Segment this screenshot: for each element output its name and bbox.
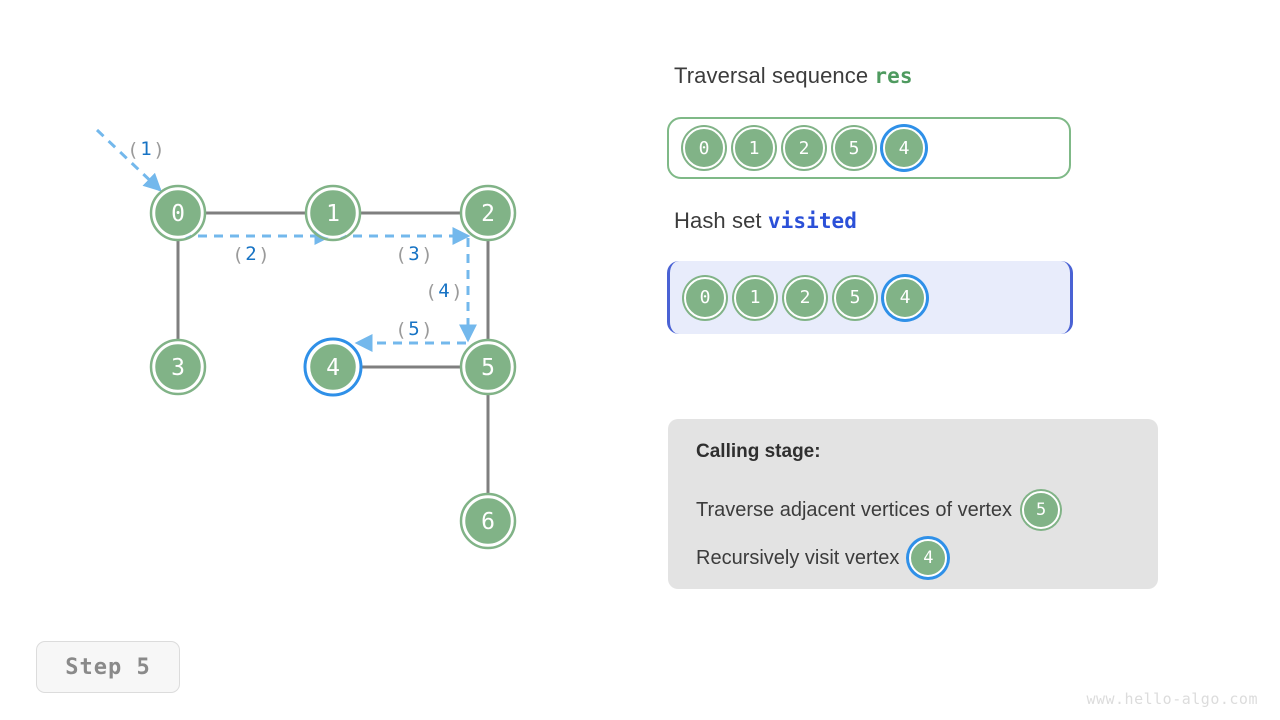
step-order-3-open-paren: ( [395, 244, 406, 266]
res-cell[interactable]: 0 [683, 127, 725, 169]
graph-node-1-label: 1 [326, 201, 340, 227]
traversal-sequence-cells: 0 1 2 5 4 [683, 119, 925, 177]
graph-node-4[interactable]: 4 [303, 337, 363, 397]
calling-stage-heading: Calling stage: [696, 441, 821, 462]
watermark: www.hello-algo.com [1086, 690, 1258, 708]
step-order-label-3: ( 3 ) [395, 243, 432, 266]
graph-diagram: 0 1 2 3 4 [95, 128, 517, 550]
arrow-step-1 [95, 128, 162, 192]
graph-node-2-label: 2 [481, 201, 495, 227]
traversal-sequence-code-name: res [874, 64, 913, 88]
graph-node-0-label: 0 [171, 201, 185, 227]
graph-node-2[interactable]: 2 [459, 184, 517, 242]
step-order-1-open-paren: ( [127, 139, 138, 161]
res-cell[interactable]: 1 [733, 127, 775, 169]
step-order-5-close-paren: ) [421, 319, 432, 341]
step-order-4-open-paren: ( [425, 281, 436, 303]
res-cell[interactable]: 5 [833, 127, 875, 169]
calling-stage-line-recurse-text: Recursively visit vertex [696, 546, 900, 569]
graph-node-1[interactable]: 1 [304, 184, 362, 242]
calling-stage-box: Calling stage: Traverse adjacent vertice… [668, 419, 1158, 589]
graph-nodes: 0 1 2 3 4 [149, 184, 517, 550]
step-order-1-close-paren: ) [153, 139, 164, 161]
graph-node-5-label: 5 [481, 355, 495, 381]
calling-stage-vertex-badge-5: 5 [1022, 491, 1061, 529]
calling-stage-line-traverse-text: Traverse adjacent vertices of vertex [696, 498, 1013, 521]
visited-cell[interactable]: 1 [734, 276, 776, 319]
right-panel: Traversal sequence res 0 1 2 5 4 Hash se… [666, 0, 1280, 720]
graph-node-4-label: 4 [326, 355, 340, 381]
step-order-2-open-paren: ( [232, 244, 243, 266]
step-order-labels: ( 1 ) ( 2 ) ( 3 ) ( 4 ) ( 5 ) [127, 138, 462, 341]
graph-node-5[interactable]: 5 [459, 338, 517, 396]
visited-cell[interactable]: 0 [684, 276, 726, 319]
hash-set-code-name: visited [767, 209, 858, 233]
graph-panel: 0 1 2 3 4 [0, 0, 640, 620]
step-order-label-4: ( 4 ) [425, 280, 462, 303]
step-badge: Step 5 [36, 641, 180, 693]
traversal-sequence-title-prefix: Traversal sequence [674, 63, 869, 88]
traversal-arrows [95, 128, 477, 352]
hash-set-title: Hash set visited [674, 208, 857, 234]
graph-node-3[interactable]: 3 [149, 338, 207, 396]
step-order-label-1: ( 1 ) [127, 138, 164, 161]
step-order-4-close-paren: ) [451, 281, 462, 303]
step-order-2-number: 2 [245, 243, 256, 265]
traversal-sequence-title: Traversal sequence res [674, 63, 913, 89]
calling-stage-line-recurse: Recursively visit vertex 4 [696, 539, 948, 577]
graph-edges [176, 211, 490, 493]
graph-node-6-label: 6 [481, 509, 495, 535]
hash-set-cells: 0 1 2 5 4 [684, 261, 926, 334]
res-cell-highlighted[interactable]: 4 [883, 127, 925, 169]
step-order-5-open-paren: ( [395, 319, 406, 341]
graph-node-3-label: 3 [171, 355, 185, 381]
step-order-3-close-paren: ) [421, 244, 432, 266]
traversal-sequence-box: 0 1 2 5 4 [667, 117, 1071, 179]
step-order-2-close-paren: ) [258, 244, 269, 266]
visited-cell[interactable]: 5 [834, 276, 876, 319]
step-order-label-2: ( 2 ) [232, 243, 269, 266]
graph-node-0[interactable]: 0 [149, 184, 207, 242]
step-order-1-number: 1 [140, 138, 151, 160]
step-order-3-number: 3 [408, 243, 419, 265]
graph-node-6[interactable]: 6 [459, 492, 517, 550]
visited-cell-highlighted[interactable]: 4 [884, 276, 926, 319]
calling-stage-line-traverse: Traverse adjacent vertices of vertex 5 [696, 491, 1061, 529]
step-order-label-5: ( 5 ) [395, 318, 432, 341]
calling-stage-vertex-badge-4: 4 [909, 539, 948, 577]
res-cell[interactable]: 2 [783, 127, 825, 169]
visited-cell[interactable]: 2 [784, 276, 826, 319]
step-order-4-number: 4 [438, 280, 449, 302]
hash-set-box: 0 1 2 5 4 [667, 261, 1073, 334]
step-order-5-number: 5 [408, 318, 419, 340]
hash-set-title-prefix: Hash set [674, 208, 762, 233]
